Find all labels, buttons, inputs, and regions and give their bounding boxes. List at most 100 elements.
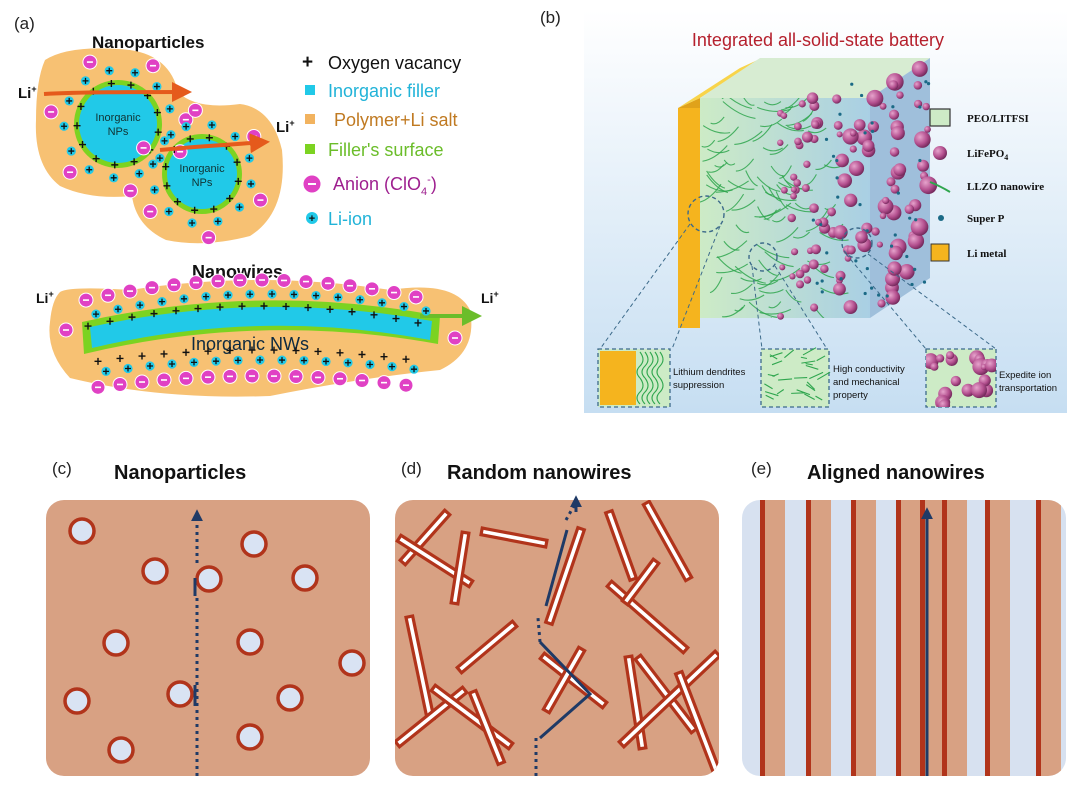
oxygen-vacancy-icon <box>402 355 410 363</box>
anion-minus <box>413 296 419 298</box>
anion-minus <box>381 381 387 384</box>
super-p-dot <box>885 294 889 298</box>
super-p-dot <box>870 129 875 134</box>
anion-minus <box>63 329 69 331</box>
callout-fiber <box>816 355 826 362</box>
li-ion-plus <box>345 359 351 366</box>
anion-minus <box>403 384 409 387</box>
li-ion-legend-plus: + <box>309 213 315 225</box>
callout-fiber <box>778 378 793 381</box>
legend-llzo-nanowire: LLZO nanowire <box>967 181 1044 193</box>
np-li-out-label: Li+ <box>276 118 295 136</box>
li-ion-plus <box>191 359 197 366</box>
lifepo4-sphere <box>907 232 925 250</box>
nanoparticle-ion-shell <box>43 54 268 246</box>
anion-minus <box>139 381 145 383</box>
legend-anion: Anion (ClO4-) <box>333 174 437 198</box>
llzo-fiber <box>777 122 804 132</box>
lifepo4-sphere <box>808 259 819 270</box>
llzo-fiber <box>707 148 730 154</box>
li-ion-plus <box>411 366 417 373</box>
li-ion-plus <box>203 293 209 300</box>
filler-legend-swatch <box>305 85 315 95</box>
llzo-fiber <box>775 191 789 210</box>
np2-label-line1: Inorganic <box>179 163 225 175</box>
llzo-fiber <box>717 256 742 274</box>
oxygen-vacancy-icon <box>270 346 278 354</box>
random-nanowire-core <box>645 503 690 579</box>
llzo-fiber <box>752 124 773 142</box>
anion-minus <box>149 286 155 289</box>
li-ion-plus <box>156 155 163 162</box>
oxygen-vacancy-icon <box>260 302 268 310</box>
llzo-fiber <box>723 159 736 166</box>
li-ion-plus <box>236 204 243 211</box>
llzo-fiber <box>717 126 739 143</box>
llzo-fiber <box>779 165 792 179</box>
callout-fiber <box>800 356 808 360</box>
super-p-dot <box>850 82 854 86</box>
anion-minus <box>257 199 264 201</box>
lifepo4-sphere <box>793 122 802 131</box>
lifepo4-sphere <box>833 225 848 240</box>
super-p-dot <box>858 203 862 207</box>
legend-super-p: Super P <box>967 213 1005 225</box>
lifepo4-sphere <box>820 264 829 274</box>
panel-e-title: Aligned nanowires <box>807 462 985 484</box>
lifepo4-sphere <box>796 280 805 289</box>
li-ion-plus <box>257 357 263 364</box>
anion-minus <box>83 299 89 301</box>
super-p-dot <box>854 259 858 263</box>
lfp-legend-swatch <box>933 146 947 160</box>
oxygen-vacancy-icon <box>150 310 158 318</box>
oxygen-vacancy-icon <box>128 313 136 321</box>
callout-fiber <box>646 377 654 405</box>
llzo-fiber <box>734 304 746 312</box>
anion-minus <box>369 288 375 290</box>
lifepo4-sphere <box>924 126 931 133</box>
lifepo4-sphere <box>914 131 931 148</box>
panel-b-label: (b) <box>540 8 561 27</box>
lifepo4-sphere <box>904 204 915 214</box>
anion-minus <box>452 337 458 339</box>
oxygen-vacancy-icon <box>216 303 224 311</box>
super-p-dot <box>815 281 819 285</box>
lifepo4-sphere <box>806 92 819 104</box>
super-p-dot <box>870 286 874 290</box>
oxygen-vacancy-icon <box>292 347 300 355</box>
li-ion-plus <box>183 123 190 130</box>
super-p-dot <box>914 218 918 222</box>
aligned-nanowire-matrix <box>945 500 967 776</box>
oxygen-vacancy-icon <box>233 158 241 166</box>
lifepo4-sphere <box>882 196 890 205</box>
llzo-fiber <box>768 301 782 309</box>
lifepo4-sphere <box>910 218 929 236</box>
callout-sphere <box>950 375 962 387</box>
lifepo4-sphere <box>893 163 907 177</box>
lifepo4-sphere <box>833 282 846 296</box>
callout-fiber <box>771 360 783 366</box>
llzo-fiber <box>764 251 794 268</box>
li-ion-plus <box>401 303 407 310</box>
super-p-dot <box>835 158 839 163</box>
lifepo4-sphere <box>780 112 788 119</box>
li-ion-plus <box>248 180 255 187</box>
llzo-fiber <box>759 308 792 315</box>
super-p-dot <box>831 154 836 158</box>
panel-e-aligned-nanowires <box>760 500 1061 776</box>
oxygen-vacancy-icon <box>204 347 212 355</box>
callout-fiber <box>776 389 785 395</box>
np-li-path-arrow-1 <box>43 82 192 103</box>
anion-minus <box>177 150 184 153</box>
random-nanowire-core <box>547 529 583 623</box>
panel-e-label: (e) <box>751 459 772 478</box>
super-p-dot <box>905 254 909 259</box>
lifepo4-sphere <box>777 139 784 146</box>
nanoparticle-filler <box>236 628 264 656</box>
oxygen-vacancy-icon <box>392 315 400 323</box>
llzo-fiber <box>701 139 716 148</box>
lifepo4-sphere <box>853 119 866 131</box>
anion-minus <box>95 386 101 389</box>
lifepo4-sphere <box>917 159 930 172</box>
oxygen-vacancy-icon <box>370 311 378 319</box>
